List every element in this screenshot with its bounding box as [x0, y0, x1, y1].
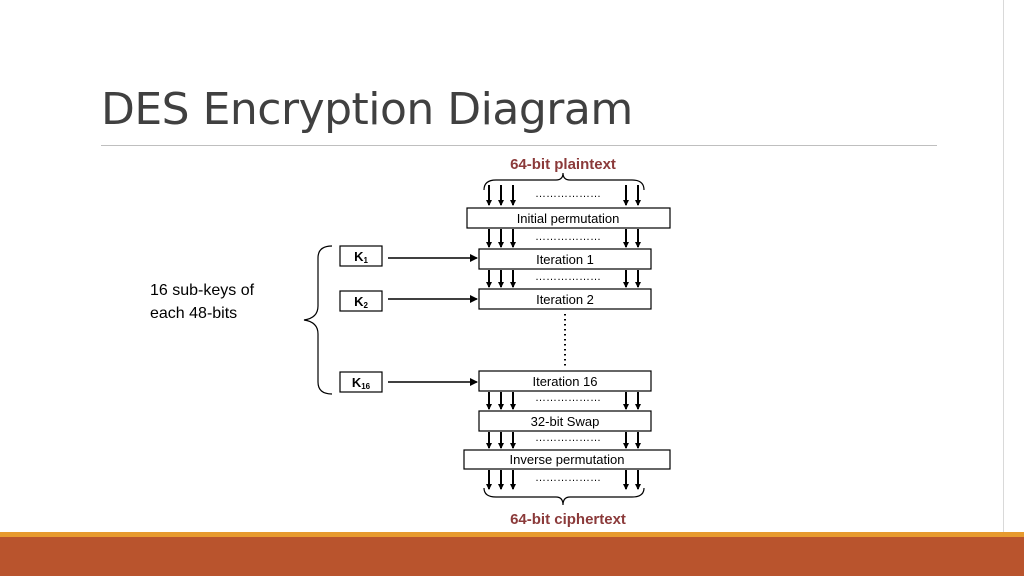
arrow-group-4: [486, 392, 641, 410]
arrow-group-2: [486, 229, 641, 248]
key-k2-label: K2: [354, 294, 368, 310]
iteration-16-label: Iteration 16: [532, 374, 597, 389]
key-k1-letter: K: [354, 249, 364, 264]
slide-border: [1003, 0, 1004, 532]
key-k16-letter: K: [352, 375, 362, 390]
subkeys-note-line-2: each 48-bits: [150, 305, 237, 322]
iteration-2-box: [478, 288, 652, 310]
key-k16-box: [339, 371, 383, 393]
dots-3: ………………: [535, 271, 601, 283]
title-divider: [101, 145, 937, 146]
swap-label: 32-bit Swap: [531, 414, 600, 429]
dots-6: ………………: [535, 472, 601, 484]
swap-box: [478, 410, 652, 432]
subkeys-note-line-1: 16 sub-keys of: [150, 282, 255, 299]
footer-accent-strip: [0, 532, 1024, 537]
arrow-group-1: [486, 185, 641, 206]
key-k2-letter: K: [354, 294, 364, 309]
initial-permutation-label: Initial permutation: [517, 211, 620, 226]
ciphertext-brace: [483, 487, 645, 506]
key-k1-box: [339, 245, 383, 267]
inverse-permutation-label: Inverse permutation: [510, 452, 625, 467]
inverse-permutation-box: [463, 449, 671, 470]
key-k1-subscript: 1: [363, 256, 368, 265]
arrow-group-6: [486, 470, 641, 490]
plaintext-label: 64-bit plaintext: [510, 156, 616, 173]
key-k2-box: [339, 290, 383, 312]
arrow-group-5: [486, 432, 641, 449]
dots-4: ………………: [535, 392, 601, 404]
slide-title: DES Encryption Diagram: [101, 84, 633, 135]
subkeys-brace: [303, 245, 333, 395]
plaintext-brace: [483, 172, 645, 191]
iteration-2-label: Iteration 2: [536, 292, 594, 307]
dots-5: ………………: [535, 432, 601, 444]
iteration-1-label: Iteration 1: [536, 252, 594, 267]
dots-2: ………………: [535, 231, 601, 243]
key-k16-label: K16: [352, 375, 371, 391]
key-k2-subscript: 2: [363, 301, 368, 310]
iteration-16-box: [478, 370, 652, 392]
dots-1: ………………: [535, 188, 601, 200]
key-k1-label: K1: [354, 249, 368, 265]
iteration-1-box: [478, 248, 652, 270]
initial-permutation-box: [466, 207, 671, 229]
arrow-group-3: [486, 270, 641, 288]
footer-bar: [0, 537, 1024, 576]
key-k16-subscript: 16: [361, 382, 370, 391]
ciphertext-label: 64-bit ciphertext: [510, 511, 626, 528]
